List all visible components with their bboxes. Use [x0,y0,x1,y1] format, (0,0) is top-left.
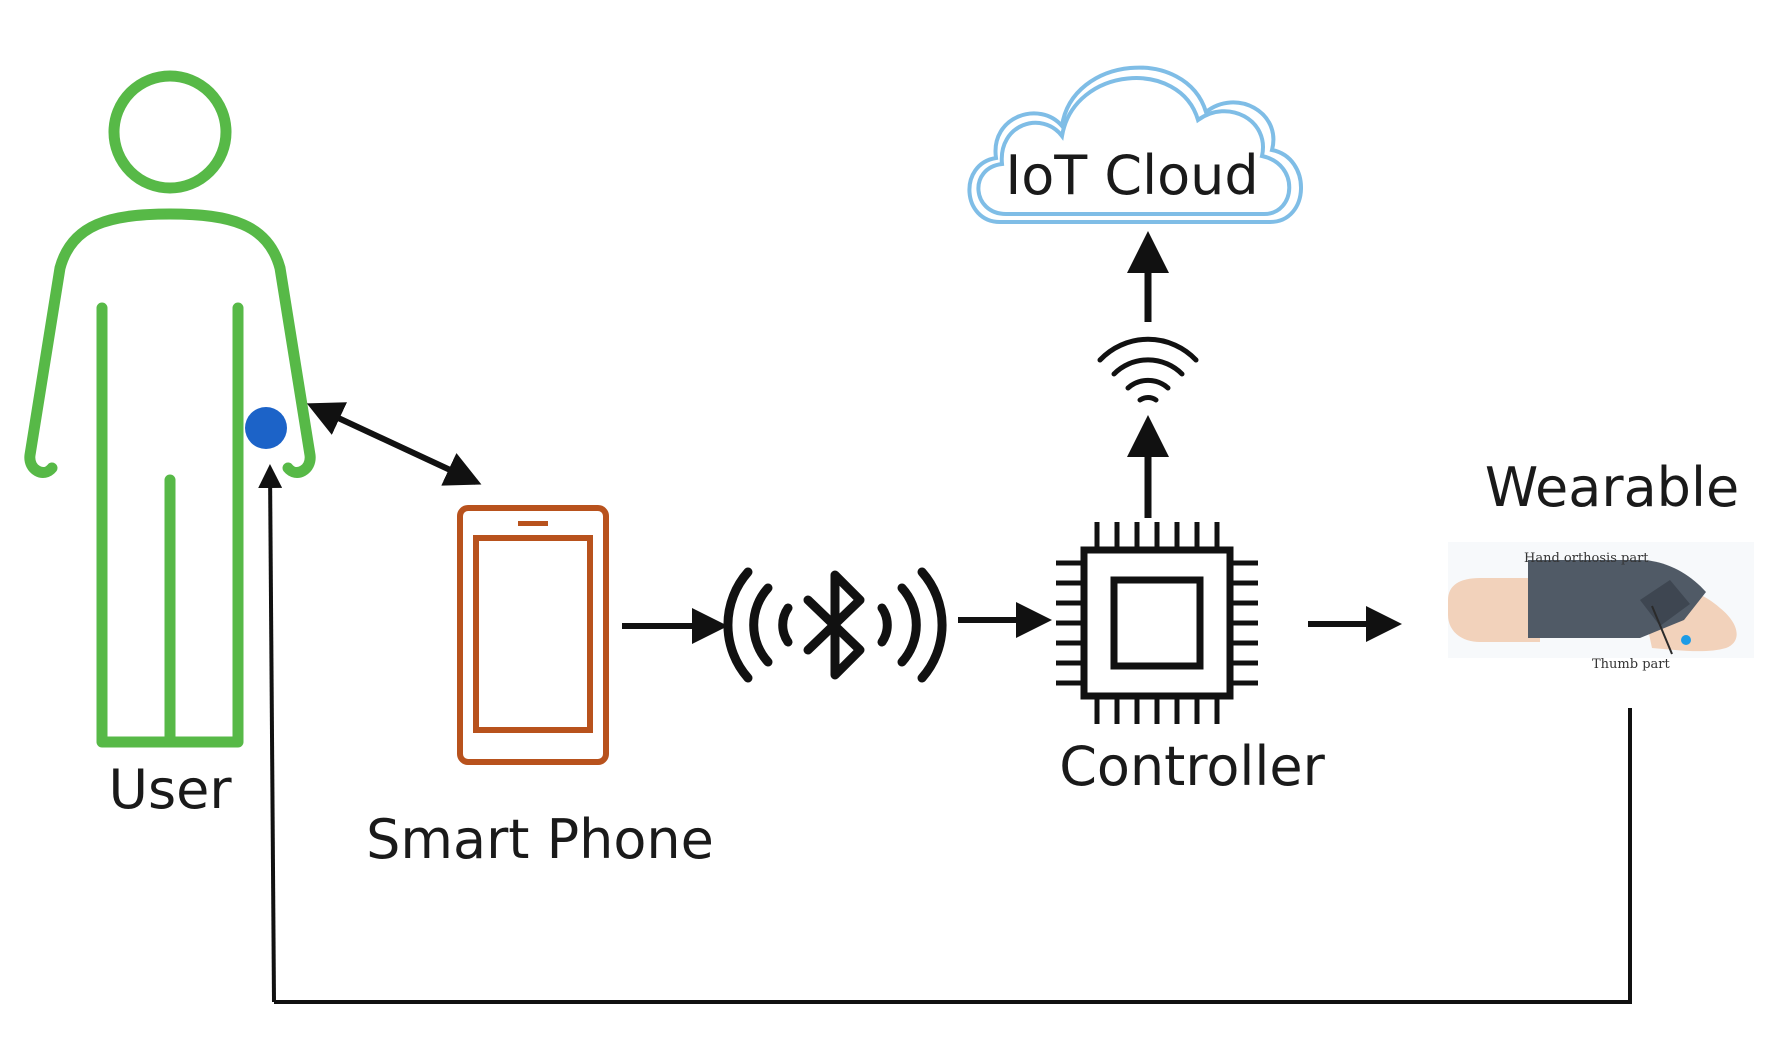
smartphone-label: Smart Phone [366,808,714,871]
wearable-photo: Hand orthosis part Thumb part [1448,542,1754,672]
wearable-label: Wearable [1485,456,1739,519]
hand-orthosis-caption: Hand orthosis part [1524,551,1649,566]
bluetooth-icon [723,567,947,683]
controller-label: Controller [1059,735,1325,798]
iot-cloud-label: IoT Cloud [1005,144,1258,207]
chip-icon [1056,522,1258,724]
smartphone-icon [457,505,609,765]
sensor-dot [245,407,287,449]
user-phone-arrow [306,402,482,486]
wifi-icon [1097,336,1199,403]
thumb-caption: Thumb part [1592,657,1670,672]
user-label: User [108,758,232,821]
user-figure-icon [24,70,316,748]
feedback-loop-line [274,708,1632,1004]
feedback-loop-arrow [258,464,283,1003]
cloud-icon [967,65,1303,224]
wearable-sensor-dot [1681,635,1691,645]
